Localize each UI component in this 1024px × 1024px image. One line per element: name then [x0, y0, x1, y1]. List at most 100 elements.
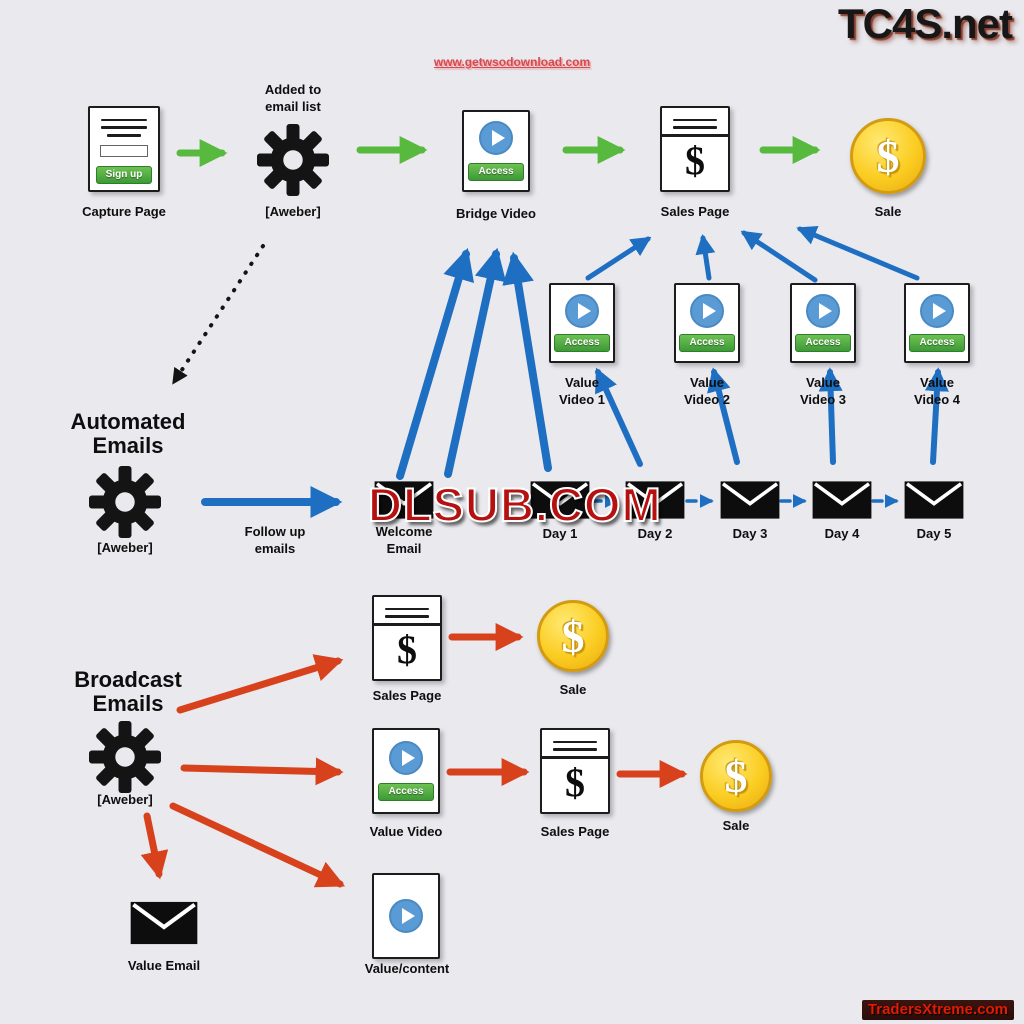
follow-up-caption: Follow up emails — [244, 524, 306, 556]
dollar-icon: $ — [397, 627, 417, 673]
arrow-day2-to-value-video-1 — [595, 367, 643, 467]
arrow-value-video-1-to-sales-page — [585, 236, 652, 281]
watermark-traders: TradersXtreme.com — [861, 1000, 1014, 1020]
play-icon — [690, 293, 724, 328]
play-icon — [389, 899, 423, 933]
day5-label: Day 5 — [916, 526, 952, 541]
arrow-welcome-email-to-bridge-video-1 — [396, 247, 475, 480]
divider — [374, 623, 440, 627]
dollar-icon: $ — [561, 610, 585, 662]
access-button: Access — [909, 334, 965, 353]
value-content-icon — [372, 873, 440, 959]
value-video-3-icon: Access — [790, 283, 856, 363]
play-triangle-icon — [818, 302, 832, 319]
broadcast-sale2-coin-icon: $ — [700, 740, 772, 812]
play-triangle-icon — [401, 749, 415, 766]
divider — [662, 134, 728, 138]
access-button: Access — [679, 334, 735, 353]
day4-email-icon — [812, 480, 872, 520]
arrow-value-video-3-to-sales-page — [740, 230, 818, 283]
dollar-icon: $ — [876, 130, 900, 182]
day2-label: Day 2 — [637, 526, 673, 541]
broadcast-sale-coin-icon: $ — [537, 600, 609, 672]
bridge-video-icon: Access — [462, 110, 530, 192]
value-content-label: Value/content — [364, 961, 450, 976]
arrow-broadcast-to-value-video — [180, 757, 344, 786]
watermark-getwso: www.getwsodownload.com — [433, 55, 591, 69]
access-button: Access — [468, 162, 524, 181]
arrow-broadcast-to-value-email — [140, 812, 169, 880]
welcome-email-label: Welcome Email — [375, 524, 433, 556]
aweber-label: [Aweber] — [97, 540, 153, 555]
form-field — [100, 144, 148, 157]
aweber-gear-icon — [89, 466, 161, 538]
value-video-1-icon: Access — [549, 283, 615, 363]
dollar-icon: $ — [685, 138, 705, 184]
value-video-2-icon: Access — [674, 283, 740, 363]
play-triangle-icon — [932, 302, 946, 319]
text-line — [384, 615, 430, 618]
watermark-dlsub: DLSUB.COM — [367, 477, 662, 532]
day1-label: Day 1 — [542, 526, 578, 541]
text-line — [101, 118, 147, 122]
arrow-value-video-2-to-sales-page — [695, 234, 716, 281]
broadcast-sales-page-icon: $ — [372, 595, 442, 681]
text-line — [384, 607, 430, 611]
aweber-label: [Aweber] — [97, 792, 153, 807]
day5-email-icon — [904, 480, 964, 520]
broadcast-sales-page2-icon: $ — [540, 728, 610, 814]
text-line — [672, 118, 718, 122]
aweber-label: [Aweber] — [265, 204, 321, 219]
day3-label: Day 3 — [732, 526, 768, 541]
value-email-icon — [130, 900, 198, 946]
play-icon — [920, 293, 954, 328]
day4-label: Day 4 — [824, 526, 860, 541]
value-video-4-icon: Access — [904, 283, 970, 363]
sale-label: Sale — [874, 204, 902, 219]
arrow-day4-to-value-video-3 — [818, 367, 843, 465]
broadcast-value-video-label: Value Video — [369, 824, 443, 839]
access-button: Access — [554, 334, 610, 353]
value-video-2-label: Value Video 2 — [683, 375, 731, 407]
value-video-4-label: Value Video 4 — [913, 375, 961, 407]
broadcast-sales-page-label: Sales Page — [372, 688, 442, 703]
value-video-1-label: Value Video 1 — [558, 375, 606, 407]
play-icon — [389, 740, 423, 775]
capture-page-label: Capture Page — [82, 204, 166, 219]
play-triangle-icon — [577, 302, 591, 319]
signup-button: Sign up — [95, 165, 153, 184]
play-triangle-icon — [491, 130, 505, 147]
automated-emails-heading: Automated Emails — [70, 409, 186, 459]
text-line — [107, 134, 141, 138]
text-line — [552, 740, 598, 744]
text-line — [101, 126, 147, 130]
value-email-label: Value Email — [127, 958, 201, 973]
added-to-list-caption: Added to email list — [264, 82, 322, 114]
capture-page-icon: Sign up — [88, 106, 160, 192]
play-triangle-icon — [401, 908, 415, 924]
play-triangle-icon — [702, 302, 716, 319]
bridge-video-label: Bridge Video — [456, 206, 536, 221]
arrow-broadcast-to-value-content — [169, 802, 346, 888]
arrow-value-video-4-to-sales-page — [796, 225, 920, 281]
access-button: Access — [378, 783, 434, 802]
broadcast-sale-label: Sale — [559, 682, 587, 697]
arrow-aweber-to-automated-emails — [172, 244, 265, 385]
aweber-gear-icon — [257, 124, 329, 196]
aweber-gear-icon — [89, 721, 161, 793]
broadcast-value-video-icon: Access — [372, 728, 440, 814]
access-button: Access — [795, 334, 851, 353]
text-line — [672, 126, 718, 129]
text-line — [552, 748, 598, 751]
sales-page-icon: $ — [660, 106, 730, 192]
arrow-day5-to-value-video-4 — [924, 367, 949, 465]
divider — [542, 756, 608, 760]
sales-page-label: Sales Page — [660, 204, 730, 219]
play-icon — [565, 293, 599, 328]
broadcast-emails-heading: Broadcast Emails — [74, 667, 182, 717]
watermark-tc4s: TC4S.net — [837, 0, 1013, 47]
arrow-day1-to-bridge-video — [502, 251, 552, 472]
arrow-welcome-email-to-bridge-video-2 — [444, 247, 507, 478]
broadcast-sale2-label: Sale — [722, 818, 750, 833]
